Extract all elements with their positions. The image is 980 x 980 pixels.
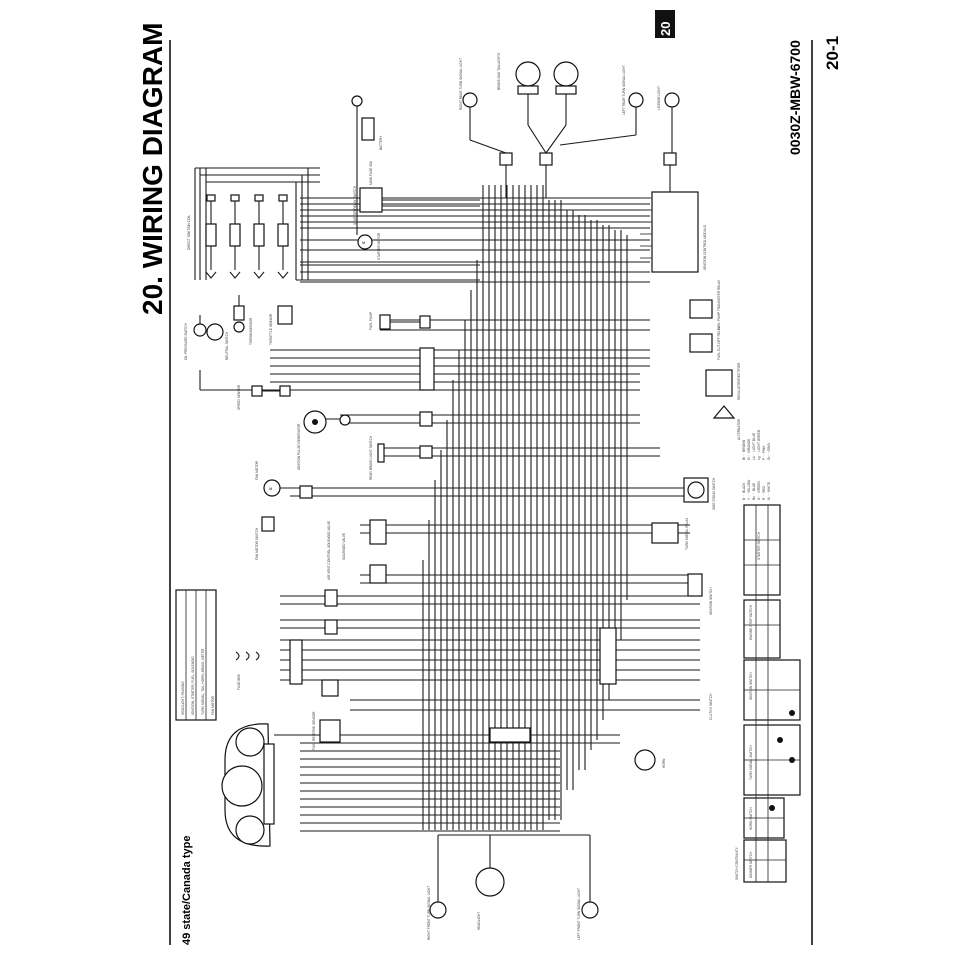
solenoid-valve-label: SOLENOID VALVE <box>342 533 346 560</box>
section-tab <box>655 10 675 38</box>
fuel-pump <box>379 314 431 330</box>
ignition-control-module <box>640 191 699 273</box>
starter-relay-label: STARTER RELAY SWITCH <box>353 185 357 225</box>
legend-left-3: G ··· GREEN <box>757 481 761 500</box>
page-number: 20-1 <box>823 36 842 70</box>
legend-left-5: W ··· WHITE <box>767 482 771 500</box>
page-title: 20. WIRING DIAGRAM <box>137 23 168 315</box>
battery-starter-cluster: M <box>351 95 480 250</box>
front-lamps <box>429 834 599 919</box>
legend-right-3: Lg ··· LIGHT GREEN <box>757 429 761 460</box>
fuel-cutoff-label: FUEL CUT-OFF RELAY <box>717 325 721 360</box>
fuse-row-2: IGNITION, STARTER, FUEL, SOLENOID <box>191 656 195 715</box>
ignition-switch-label: IGNITION SWITCH <box>709 587 713 615</box>
ignition-table-label: IGNITION SWITCH <box>749 672 753 700</box>
document-code: 0030Z-MBW-6700 <box>787 40 803 155</box>
starter-motor-label: STARTER MOTOR <box>377 232 381 260</box>
fuel-pump-label: FUEL PUMP <box>369 312 373 330</box>
turn-signal-relay-label: TURN SIGNAL RELAY <box>685 517 689 550</box>
speed-sensor-label: SPEED SENSOR <box>237 384 241 410</box>
starter-switch-table-label: STARTER SWITCH <box>757 531 761 560</box>
ignition-pulse-generator <box>303 410 351 434</box>
svg-text:M: M <box>269 486 272 491</box>
horn-table-label: HORN SWITCH <box>749 806 753 830</box>
oil-pressure-switch-label: OIL PRESSURE SWITCH <box>184 322 188 360</box>
headlight-label: HEADLIGHT <box>477 912 481 930</box>
legend-left-1: Y ··· YELLOW <box>747 480 751 500</box>
legend-right-2: Lb ··· LIGHT BLUE <box>752 433 756 460</box>
instrument-cluster <box>221 719 341 847</box>
direct-ignition-coils <box>205 194 289 279</box>
main-fuse-label: MAIN FUSE 30A <box>369 160 373 185</box>
section-tab-label: 20 <box>658 22 673 36</box>
dimmer-table-label: DIMMER SWITCH <box>749 851 753 878</box>
legend-right-1: O ··· ORANGE <box>747 439 751 460</box>
pulse-generator-label: IGNITION PULSE GENERATOR <box>297 423 301 470</box>
icm-label: IGNITION CONTROL MODULE <box>703 225 707 270</box>
svg-text:M: M <box>362 240 365 245</box>
legend-right-0: Br ··· BROWN <box>742 439 746 460</box>
fan-motor-switch-label: FAN MOTOR SWITCH <box>255 527 259 560</box>
fuse-box <box>175 589 260 721</box>
fuel-relays <box>634 299 736 771</box>
rr-turn-label: RIGHT REAR TURN SIGNAL LIGHT <box>459 58 463 110</box>
thermosensor-label: THERMOSENSOR <box>249 317 253 345</box>
engine-stop-table-label: ENGINE STOP SWITCH <box>749 604 753 640</box>
center-connectors <box>279 152 677 743</box>
legend-right-4: P ··· PINK <box>762 445 766 460</box>
horn-label: HORN <box>662 758 666 768</box>
fan-motor: M <box>261 479 300 532</box>
alternator-label: ALTERNATOR <box>737 418 741 440</box>
neutral-switch-label: NEUTRAL SWITCH <box>225 331 229 360</box>
continuity-label: SWITCH CONTINUITY <box>735 846 739 880</box>
clutch-switch-label: CLUTCH SWITCH <box>709 693 713 720</box>
turn-table-label: TURN SIGNAL SWITCH <box>749 745 753 780</box>
air-vent-label: AIR VENT CONTROL SOLENOID VALVE <box>327 521 331 580</box>
fuse-row-4: FAN MOTOR <box>211 695 215 715</box>
license-label: LICENSE LIGHT <box>657 86 661 110</box>
rear-brake-switch-label: REAR BRAKE LIGHT SWITCH <box>369 435 373 480</box>
brake-tail-label: BRAKE AND TAILLIGHTS <box>497 53 501 90</box>
regulator-label: REGULATOR/RECTIFIER <box>737 362 741 400</box>
legend-right-5: Gr ··· GRAY <box>767 442 771 460</box>
fan-motor-label: FAN MOTOR <box>255 460 259 480</box>
color-legend: B ··· BLACK Y ··· YELLOW Bu ··· BLUE G ·… <box>742 429 771 500</box>
fuse-box-label: FUSE BOX <box>237 673 241 690</box>
variant-label: 49 state/Canada type <box>181 836 193 945</box>
side-stand-label: SIDE STAND SWITCH <box>712 477 716 510</box>
throttle-sensor-label: THROTTLE SENSOR <box>269 313 273 345</box>
legend-left-4: R ··· RED <box>762 485 766 500</box>
fuel-reserve-label: FUEL RESERVE SENSOR <box>312 711 316 750</box>
fuse-row-1: HEADLIGHT, PASSING <box>181 681 185 715</box>
legend-left-0: B ··· BLACK <box>742 482 746 500</box>
rf-turn-label: RIGHT FRONT TURN SIGNAL LIGHT <box>427 886 431 940</box>
sensor-group-top-left <box>193 295 293 341</box>
fuel-pump-relay-label: FUEL PUMP TRANSISTER RELAY <box>717 279 721 330</box>
fuse-row-3: TURN SIGNAL, TAIL, HORN, BRAKE, METER <box>201 648 205 715</box>
legend-left-2: Bu ··· BLUE <box>752 483 756 500</box>
rear-lamps <box>462 61 680 198</box>
lf-turn-label: LEFT FRONT TURN SIGNAL LIGHT <box>577 888 581 940</box>
lr-turn-label: LEFT REAR TURN SIGNAL LIGHT <box>622 65 626 115</box>
switch-tables <box>743 504 801 883</box>
battery-label: BATTERY <box>379 135 383 150</box>
ignition-coils-label: DIRECT IGNITION COIL <box>187 215 191 250</box>
